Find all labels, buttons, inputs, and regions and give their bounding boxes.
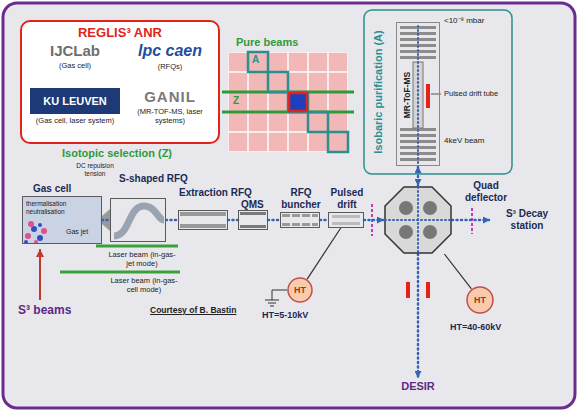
qms-device: QMS xyxy=(238,210,268,230)
component-label: Extraction RFQ xyxy=(179,187,252,199)
component-label: Gas cell xyxy=(33,183,71,195)
part-label: DC repulsion tension xyxy=(76,162,114,177)
section-label: Isobaric purification (A) xyxy=(372,30,385,153)
drift-device: Pulsed drift xyxy=(328,212,364,228)
lab-logo: KU LEUVEN (Gas cell, laser system) xyxy=(30,88,120,125)
beam-line xyxy=(417,166,420,186)
role-caption: (MR-TOF-MS, laser systems) xyxy=(124,107,216,125)
part-label: Pulsed drift tube xyxy=(444,90,498,99)
lab-logo: GANIL (MR-TOF-MS, laser systems) xyxy=(124,88,216,125)
laser-label: Laser beam (in-gas-jet mode) xyxy=(108,250,176,268)
role-caption: (Gas cell, laser system) xyxy=(30,116,120,125)
component-label: RFQ buncher xyxy=(280,187,322,211)
destination-label: S³ Decay station xyxy=(490,208,564,232)
destination-label: DESIR xyxy=(393,378,443,394)
quad-deflector: Quad deflector xyxy=(384,186,452,254)
rfq-device: S-shaped RFQ xyxy=(110,198,166,242)
voltage-label: HT=5-10kV xyxy=(262,310,308,320)
beam-note: 4keV beam xyxy=(444,136,484,145)
beam-line xyxy=(228,219,238,222)
gas-cell-drawing xyxy=(22,196,110,244)
hv-label: HT xyxy=(466,286,494,314)
beam-line xyxy=(320,219,328,222)
buncher-device: RFQ buncher xyxy=(280,212,320,228)
lab-logo: IJCLab (Gas cell) xyxy=(30,42,120,70)
laser-label: Laser beam (in-gas-cell mode) xyxy=(108,276,180,294)
mrtof-region xyxy=(364,10,512,174)
component-label: QMS xyxy=(241,199,264,211)
beam-line xyxy=(417,254,420,378)
axis-letter: Z xyxy=(232,95,240,107)
high-voltage: HT xyxy=(287,277,313,303)
hv-wire xyxy=(307,228,341,279)
logo-text: lpc caen xyxy=(124,42,216,60)
beam-line xyxy=(452,219,490,222)
logo-text: GANIL xyxy=(124,88,216,105)
component-label: MR-ToF-MS xyxy=(402,72,412,119)
hv-wire xyxy=(444,254,471,289)
mrtof-device: MR-ToF-MS xyxy=(396,22,440,166)
credit-note: Courtesy of B. Bastin xyxy=(150,306,236,316)
beam-line xyxy=(364,219,384,222)
component-label: S-shaped RFQ xyxy=(119,173,188,185)
logo-text: KU LEUVEN xyxy=(30,88,120,114)
axis-letter: A xyxy=(251,54,260,66)
partner-box: REGLIS³ ANR IJCLab (Gas cell) lpc caen (RFQs… xyxy=(20,20,220,144)
section-label: Pure beams xyxy=(236,36,298,49)
beam-label: S³ beams xyxy=(18,304,71,318)
frame xyxy=(3,3,575,408)
box-title: REGLIS³ ANR xyxy=(22,22,218,40)
nuclide-grid xyxy=(222,52,354,152)
component-label: Pulsed drift xyxy=(327,187,367,211)
role-caption: (RFQs) xyxy=(124,62,216,71)
logo-text: IJCLab xyxy=(30,42,120,59)
octagon-shape xyxy=(384,186,452,254)
hv-label: HT xyxy=(287,277,313,303)
beam-line xyxy=(166,219,178,222)
high-voltage: HT xyxy=(466,286,494,314)
process-label: neutralisation xyxy=(26,208,65,215)
pressure-note: <10⁻⁸ mbar xyxy=(444,16,484,25)
voltage-label: HT=40-60kV xyxy=(450,322,501,332)
beam-line xyxy=(268,219,280,222)
ground-symbol xyxy=(265,290,287,306)
beam-destination: S³ Decay station xyxy=(490,208,564,232)
part-label: Gas jet xyxy=(66,228,88,236)
lab-logo: lpc caen (RFQs) xyxy=(124,42,216,71)
laser-beams xyxy=(60,246,180,272)
mrtof-drawing xyxy=(400,26,441,165)
beam-arrow xyxy=(39,249,41,300)
beam-line xyxy=(102,219,110,222)
section-label: Isotopic selection (Z) xyxy=(62,147,172,160)
process-label: thermalisation xyxy=(26,200,66,207)
component-label: Quad deflector xyxy=(456,180,516,204)
rfq-device: Extraction RFQ xyxy=(178,210,228,230)
role-caption: (Gas cell) xyxy=(30,61,120,70)
beam-destination: DESIR xyxy=(393,378,443,394)
